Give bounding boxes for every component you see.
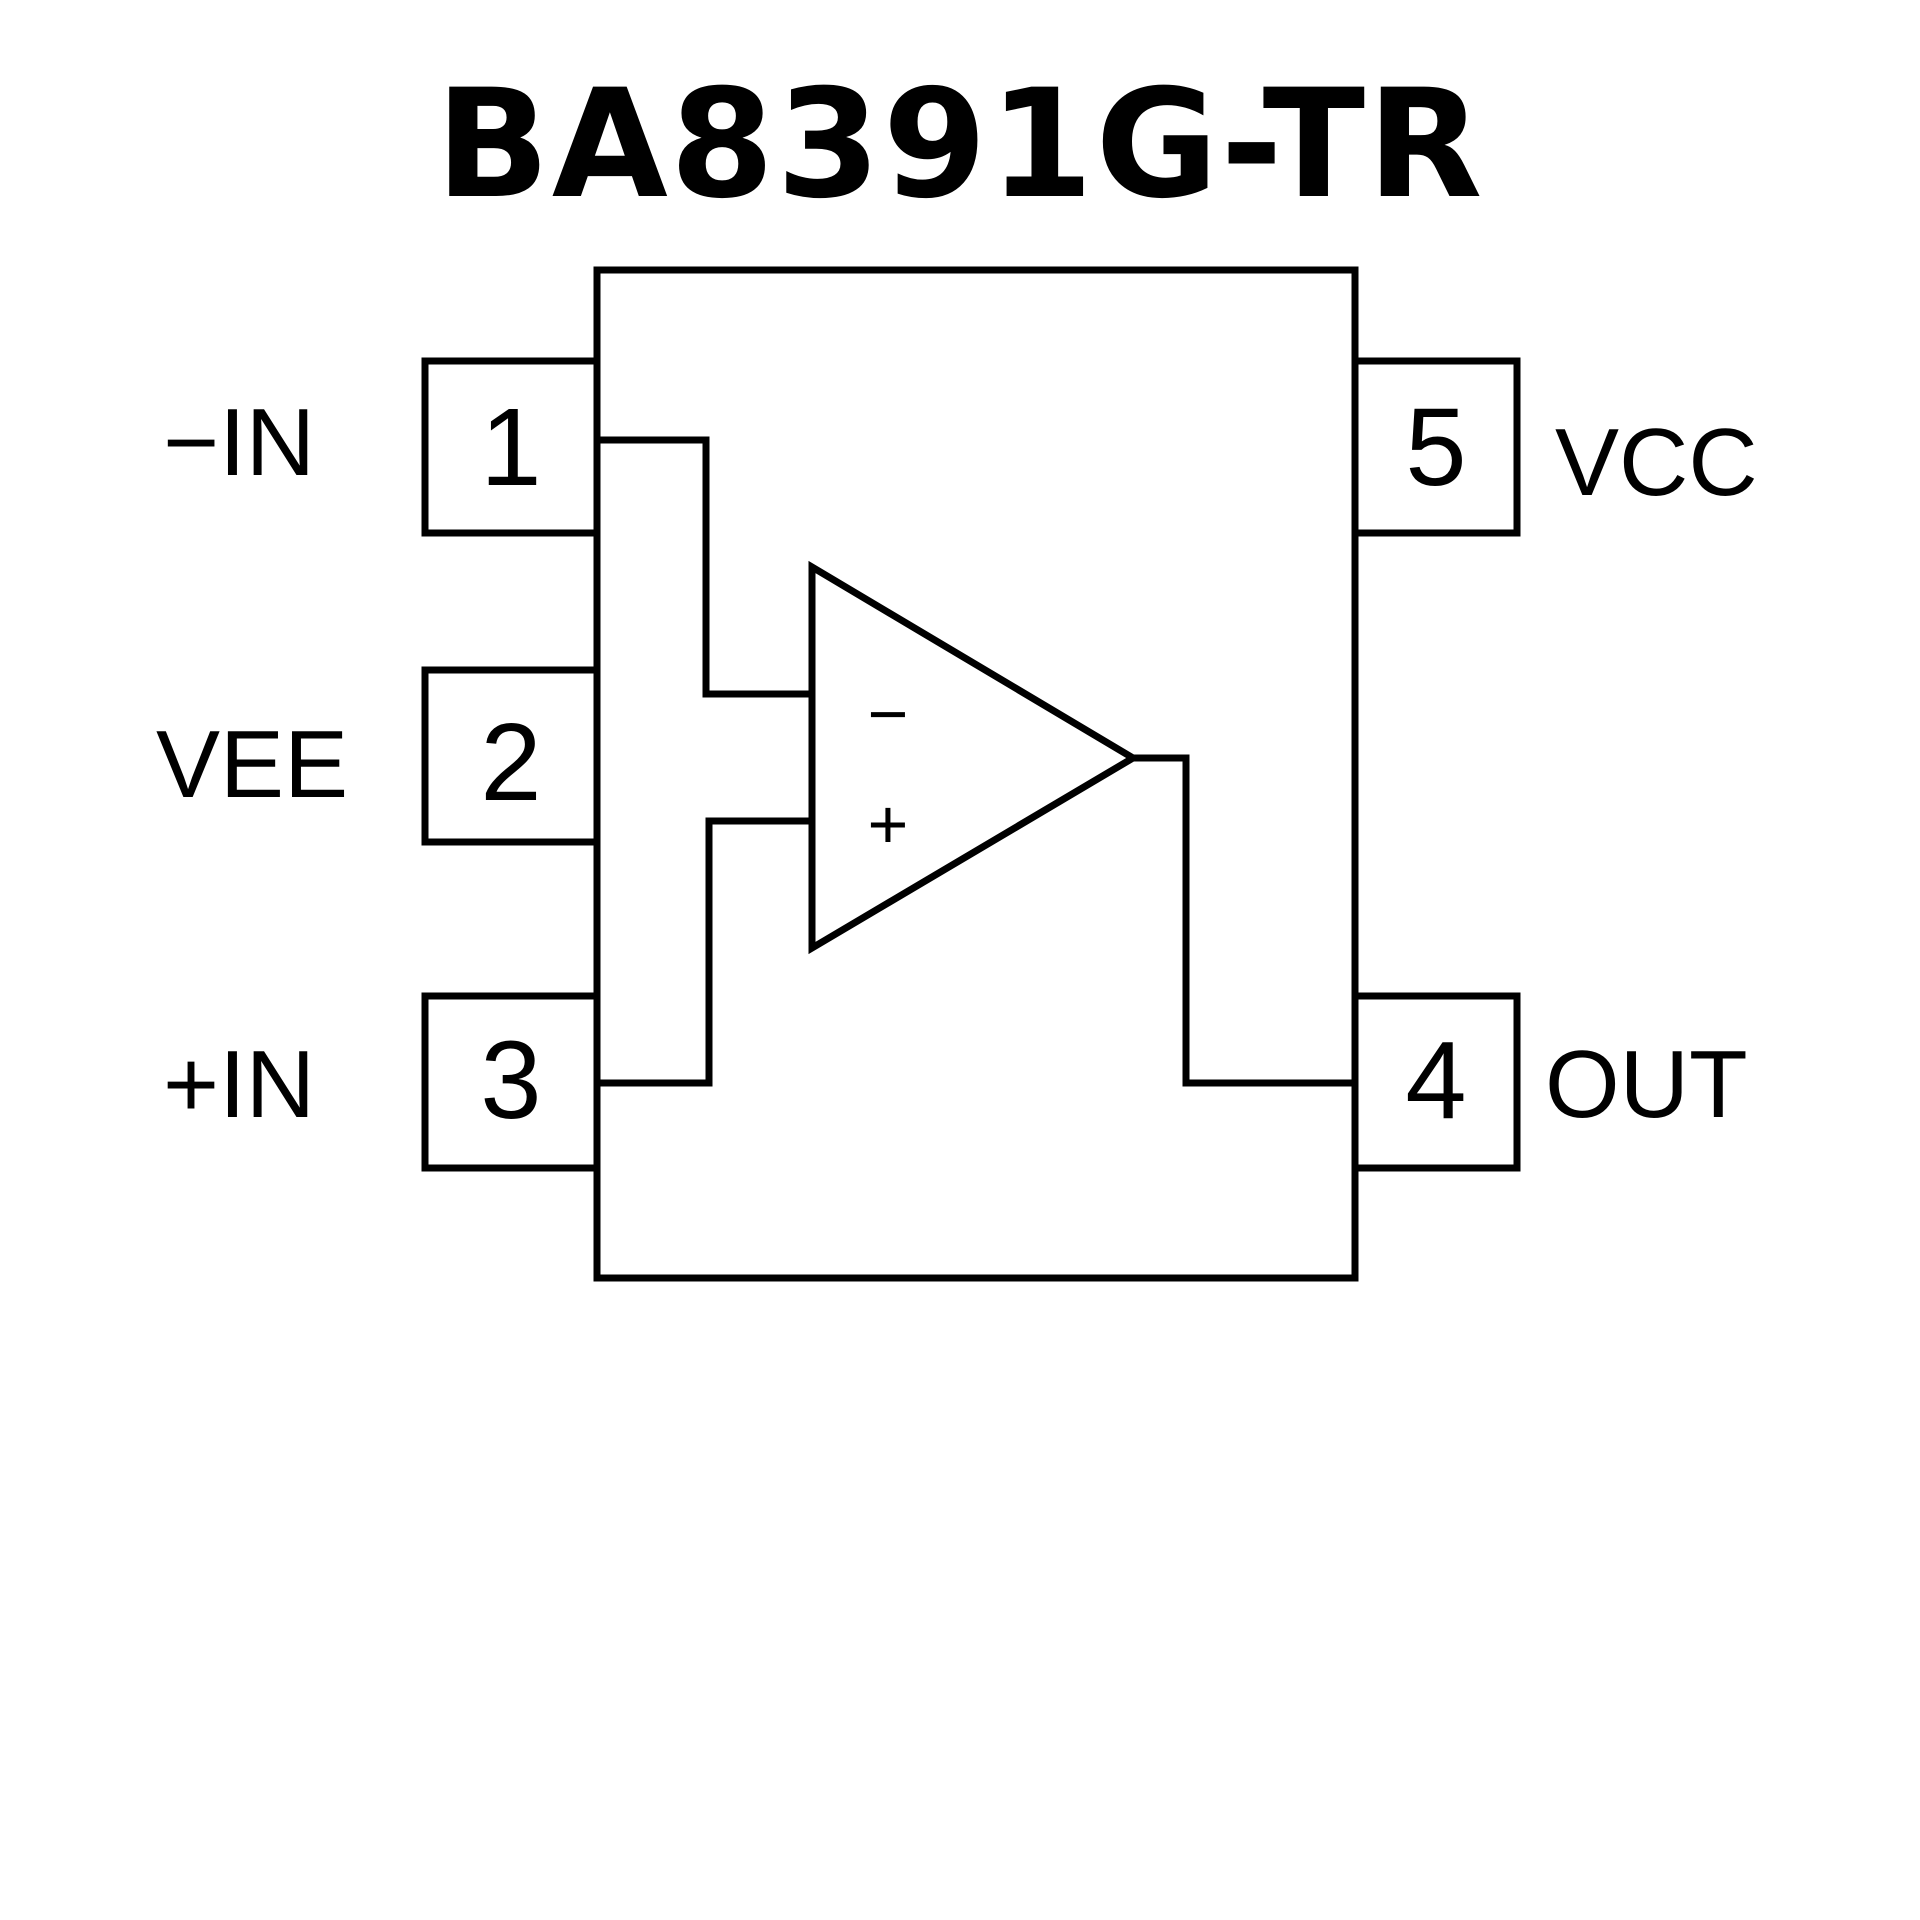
pin-5-number: 5 [1405,386,1466,509]
op-amp-triangle [808,560,1140,955]
part-number-title: BA8391G-TR [435,58,1485,232]
pin-4-label: OUT [1545,1031,1748,1138]
wire-inverting-input [596,436,816,698]
non-inverting-sign: + [868,785,909,863]
pin-1-box [421,357,601,537]
pin-5-box [1351,357,1521,537]
pin-4-number: 4 [1405,1019,1466,1142]
pin-3-number: 3 [480,1019,541,1142]
pin-3-label: +IN [163,1031,315,1138]
wire-non-inverting-input [596,817,816,1087]
pin-5-label: VCC [1555,409,1758,516]
package-body [593,266,1359,1282]
wire-output [1129,754,1356,1087]
pin-4-box [1351,992,1521,1172]
pin-3-box [421,992,601,1172]
pin-2-number: 2 [480,701,541,824]
pin-2-label: VEE [156,711,348,818]
pin-1-number: 1 [480,386,541,509]
pin-1-label: −IN [163,389,315,496]
inverting-sign: − [868,675,909,753]
pin-2-box [421,666,601,846]
